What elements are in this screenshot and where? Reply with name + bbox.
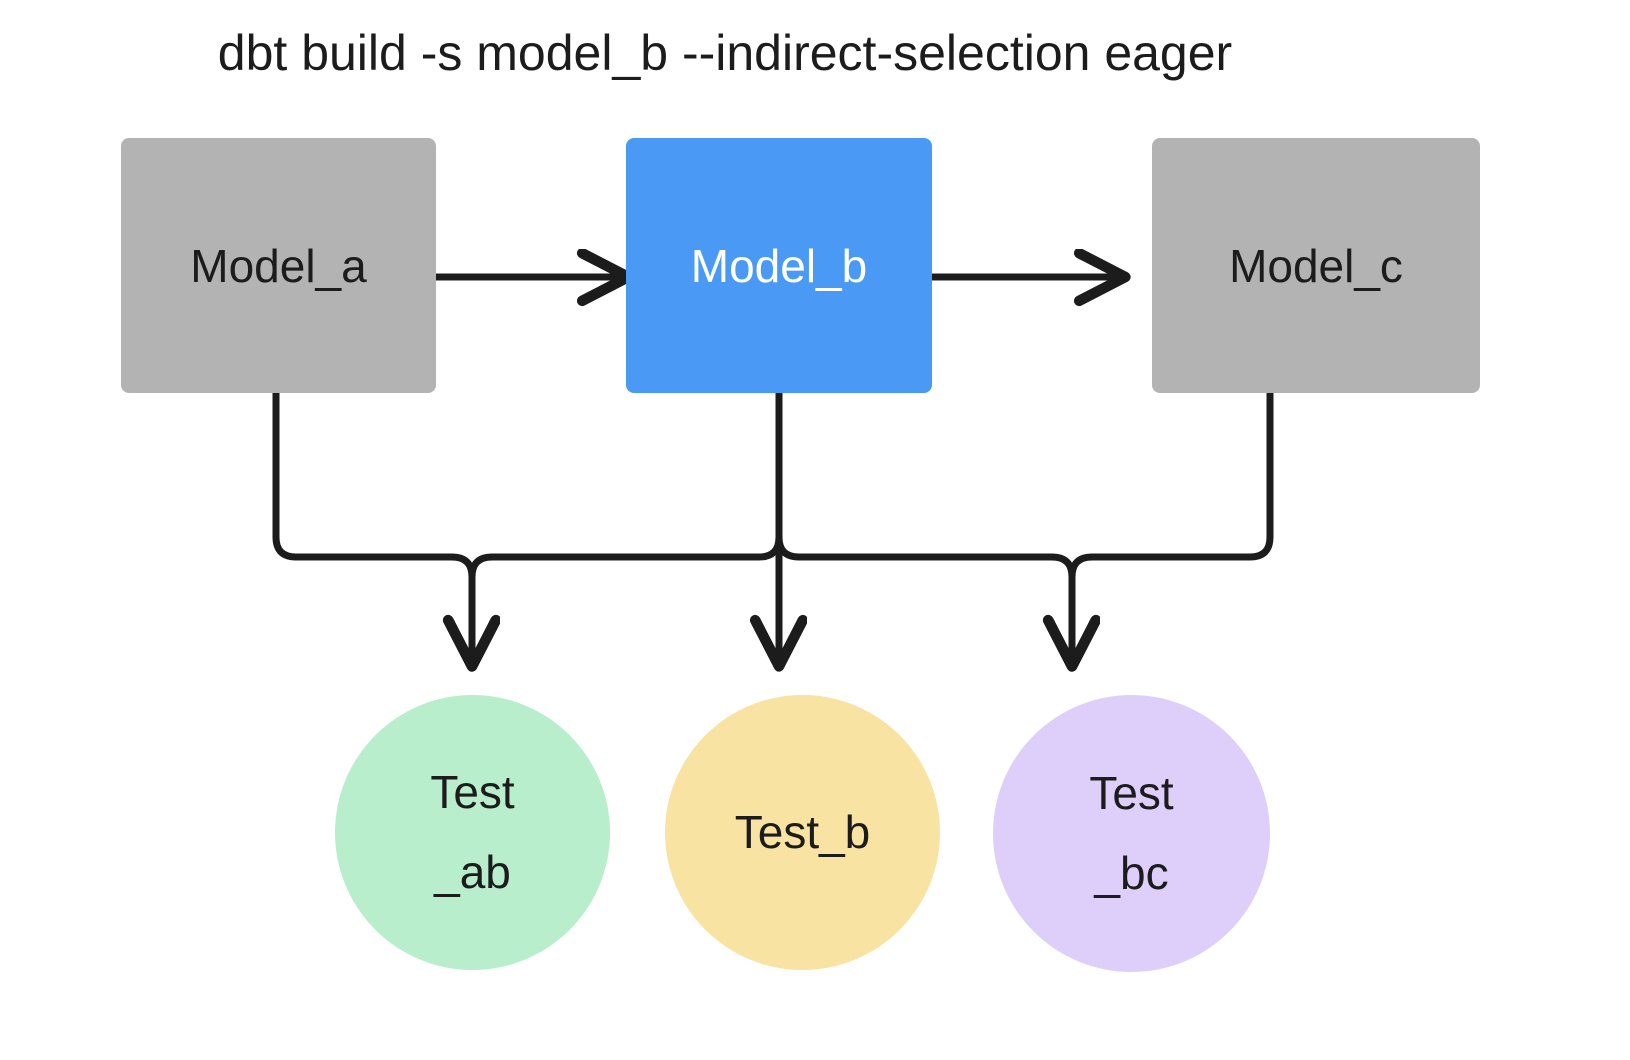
node-test-b-label-line1: Test_b — [734, 805, 871, 858]
node-model-c-label: Model_c — [1229, 239, 1403, 292]
node-test-b[interactable]: Test_b — [665, 695, 940, 970]
edge-model-b-to-test-bc — [775, 392, 1072, 665]
node-test-bc[interactable]: Test _bc — [993, 695, 1270, 972]
diagram-title: dbt build -s model_b --indirect-selectio… — [217, 25, 1233, 81]
node-model-b[interactable]: Model_b — [626, 138, 932, 393]
edge-model-b-to-test-ab — [472, 392, 783, 665]
node-test-bc-label-line1: Test — [1089, 767, 1174, 820]
edge-model-a-to-test-ab — [272, 392, 472, 665]
node-model-a-label: Model_a — [190, 239, 367, 292]
node-model-c[interactable]: Model_c — [1152, 138, 1480, 393]
node-test-ab-label-line1: Test — [430, 766, 515, 819]
node-test-ab-label-line2: _ab — [434, 845, 511, 898]
node-model-b-label: Model_b — [690, 239, 868, 292]
node-test-bc-label-line2: _bc — [1094, 846, 1169, 899]
node-model-a[interactable]: Model_a — [121, 138, 436, 393]
node-test-ab[interactable]: Test _ab — [335, 695, 610, 970]
edge-model-c-to-test-bc — [1072, 392, 1274, 665]
